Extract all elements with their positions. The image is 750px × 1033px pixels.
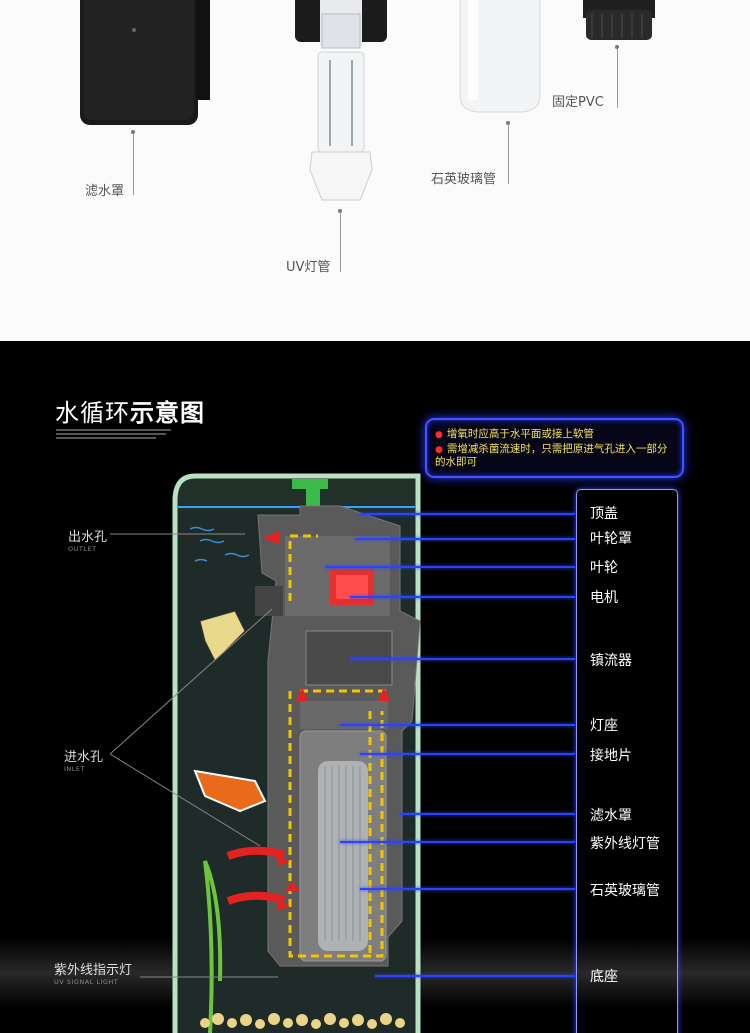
sterilizer-cutaway-diagram [109, 473, 421, 1033]
label-inlet-en: INLET [64, 765, 85, 773]
diagram-title: 水循环示意图 [55, 393, 205, 428]
callout-line [340, 841, 575, 843]
label-outlet-en: OUTLET [68, 545, 97, 553]
label-uv-tube: 紫外线灯管 [590, 836, 660, 852]
label-uv-signal-light-en: UV SIGNAL LIGHT [54, 978, 119, 986]
title-regular: 水循环 [55, 399, 130, 427]
part-label-filter-cover: 滤水罩 [85, 184, 125, 199]
title-bold: 示意图 [130, 399, 205, 427]
callout-line [133, 133, 134, 195]
callout-line [350, 658, 575, 660]
callout-dot [615, 45, 619, 49]
label-filter-cover: 滤水罩 [590, 808, 632, 824]
part-label-quartz-tube: 石英玻璃管 [431, 172, 497, 187]
part-label-fixed-pvc: 固定PVC [552, 95, 604, 110]
callout-line [355, 538, 575, 540]
product-parts-illustration [80, 0, 655, 201]
callout-dot [131, 130, 135, 134]
note-item: ●增氧时应高于水平面或接上软管 [435, 428, 594, 440]
callout-dot [338, 209, 342, 213]
label-uv-signal-light: 紫外线指示灯 [54, 963, 133, 978]
label-top-cover: 顶盖 [590, 506, 618, 522]
part-labels-panel [576, 489, 678, 1033]
bullet-icon: ● [435, 445, 443, 455]
label-outlet: 出水孔 [68, 530, 108, 545]
decorative-fine-print [56, 433, 166, 435]
product-parts-section: 滤水罩 UV灯管 石英玻璃管 固定PVC [0, 0, 750, 341]
label-motor: 电机 [590, 590, 618, 606]
label-ground-plate: 接地片 [590, 748, 632, 764]
callout-line [360, 753, 575, 755]
callout-line [360, 513, 575, 515]
callout-line [340, 724, 575, 726]
callout-line [360, 888, 575, 890]
callout-line [325, 566, 575, 568]
notes-box: ●增氧时应高于水平面或接上软管 ●需增减杀菌流速时，只需把原进气孔进入一部分的水… [425, 418, 684, 478]
label-inlet: 进水孔 [64, 750, 104, 765]
note-item: ●需增减杀菌流速时，只需把原进气孔进入一部分的水即可 [435, 443, 668, 468]
part-label-uv-lamp: UV灯管 [286, 260, 331, 275]
label-base: 底座 [590, 969, 618, 985]
callout-line [508, 124, 509, 184]
label-impeller-cover: 叶轮罩 [590, 531, 632, 547]
label-lamp-holder: 灯座 [590, 718, 618, 734]
decorative-fine-print [56, 437, 156, 439]
decorative-fine-print [56, 429, 171, 431]
bullet-icon: ● [435, 430, 443, 440]
water-circulation-section: 水循环示意图 ●增氧时应高于水平面或接上软管 ●需增减杀菌流速时，只需把原进气孔… [0, 341, 750, 1033]
callout-line [350, 596, 575, 598]
callout-line [400, 813, 575, 815]
callout-line [617, 48, 618, 108]
label-ballast: 镇流器 [590, 653, 632, 669]
callout-line [375, 975, 575, 977]
label-impeller: 叶轮 [590, 560, 618, 576]
label-quartz-tube: 石英玻璃管 [590, 883, 660, 899]
callout-dot [506, 121, 510, 125]
callout-line [340, 212, 341, 272]
